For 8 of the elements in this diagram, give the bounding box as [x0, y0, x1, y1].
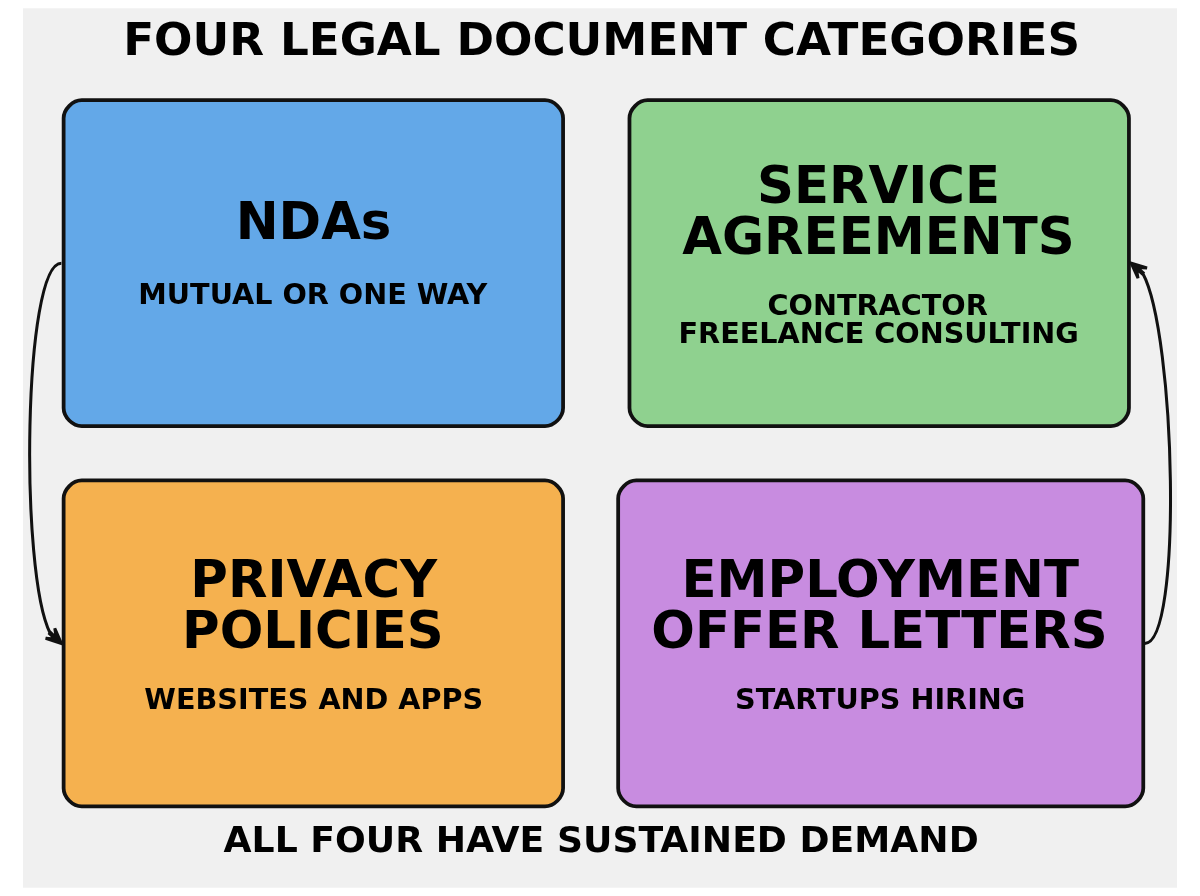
arrow: [28, 261, 63, 645]
node-box: SERVICE AGREEMENTS CONTRACTOR FREELANCE CONSULTING: [627, 98, 1131, 428]
node-box: NDAs MUTUAL OR ONE WAY: [61, 98, 565, 428]
node-box: PRIVACY POLICIES WEBSITES AND APPS: [61, 478, 565, 809]
caption: ALL FOUR HAVE SUSTAINED DEMAND: [223, 817, 979, 861]
node-box: EMPLOYMENT OFFER LETTERS STARTUPS HIRING: [616, 478, 1146, 809]
arrow: [1129, 261, 1172, 645]
diagram-title: FOUR LEGAL DOCUMENT CATEGORIES: [123, 12, 1081, 66]
